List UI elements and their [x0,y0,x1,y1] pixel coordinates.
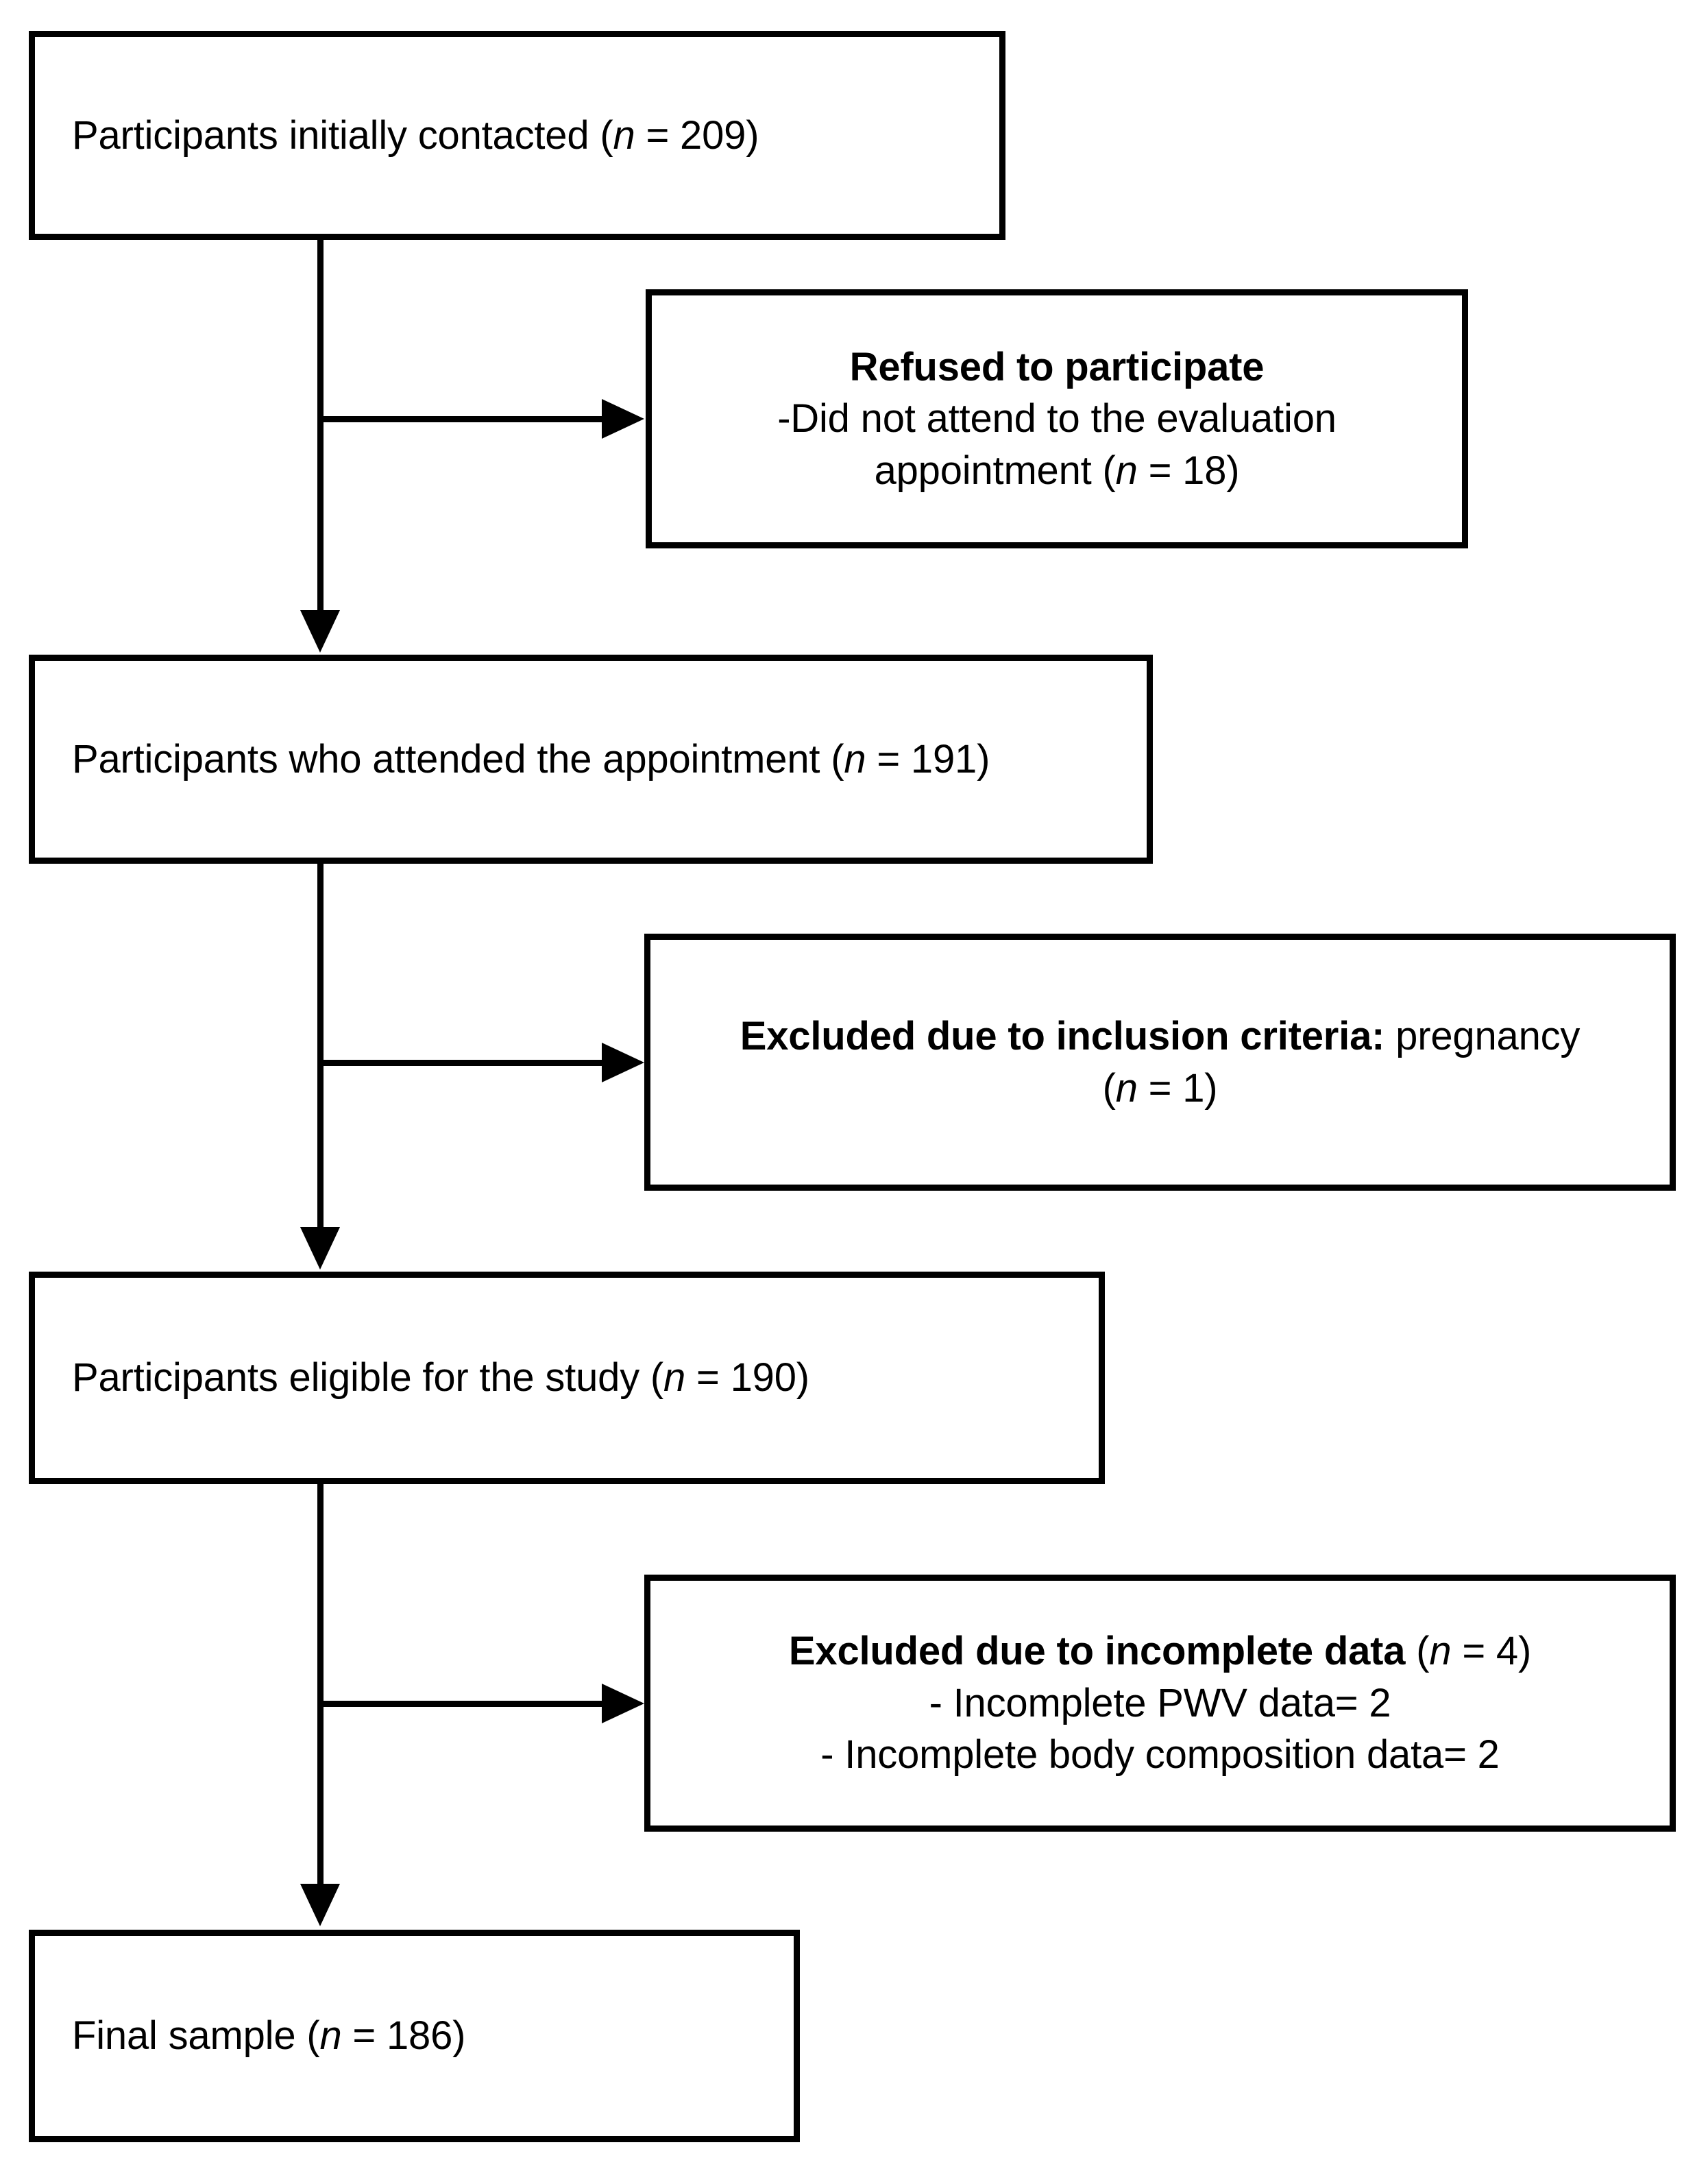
italic-n-symbol: n [844,736,866,781]
refused-heading: Refused to participate [849,344,1265,389]
edge-contacted-to-attended-arrowhead [300,610,340,653]
node-eligible-for-study-label: Participants eligible for the study (n =… [72,1355,809,1400]
node-attended-appointment-label: Participants who attended the appointmen… [72,736,990,781]
italic-n-symbol: n [1115,448,1138,493]
italic-n-symbol: n [1429,1629,1452,1674]
node-excluded-inclusion-criteria-label: Excluded due to inclusion criteria: preg… [740,1014,1581,1111]
edge-attended-to-excluded-criteria-stem [317,1060,605,1066]
italic-n-symbol: n [1115,1065,1138,1111]
italic-n-symbol: n [319,2013,342,2059]
edge-attended-to-eligible-arrowhead [300,1227,340,1270]
italic-n-symbol: n [613,112,635,158]
node-excluded-inclusion-criteria: Excluded due to inclusion criteria: preg… [644,934,1676,1191]
excluded-data-line-3: - Incomplete body composition data= 2 [820,1732,1500,1778]
edge-eligible-to-final-stem [317,1484,324,1887]
italic-n-symbol: n [663,1355,686,1400]
node-final-sample-label: Final sample (n = 186) [72,2013,466,2059]
edge-contacted-to-refused-arrowhead [602,399,644,439]
refused-line-2: -Did not attend to the evaluation [777,396,1337,441]
excluded-data-heading: Excluded due to incomplete data [788,1629,1406,1674]
edge-eligible-to-excluded-data-arrowhead [602,1684,644,1723]
node-initially-contacted: Participants initially contacted (n = 20… [29,31,1005,240]
excluded-criteria-heading: Excluded due to inclusion criteria: [740,1014,1385,1059]
node-eligible-for-study: Participants eligible for the study (n =… [29,1272,1105,1484]
node-excluded-incomplete-data-label: Excluded due to incomplete data (n = 4)-… [788,1629,1532,1778]
excluded-criteria-heading-tail: pregnancy [1384,1014,1581,1059]
node-refused-label: Refused to participate -Did not attend to… [777,344,1337,493]
node-initially-contacted-label: Participants initially contacted (n = 20… [72,112,759,158]
node-excluded-incomplete-data: Excluded due to incomplete data (n = 4)-… [644,1575,1676,1832]
excluded-data-line-2: - Incomplete PWV data= 2 [929,1680,1391,1725]
edge-attended-to-eligible-stem [317,864,324,1232]
edge-contacted-to-refused-stem [317,416,605,422]
edge-eligible-to-final-arrowhead [300,1884,340,1926]
edge-eligible-to-excluded-data-stem [317,1701,605,1707]
node-final-sample: Final sample (n = 186) [29,1930,800,2142]
node-attended-appointment: Participants who attended the appointmen… [29,655,1153,864]
edge-contacted-to-attended-stem [317,240,324,614]
node-refused-to-participate: Refused to participate -Did not attend to… [646,289,1468,548]
edge-attended-to-excluded-criteria-arrowhead [602,1043,644,1082]
